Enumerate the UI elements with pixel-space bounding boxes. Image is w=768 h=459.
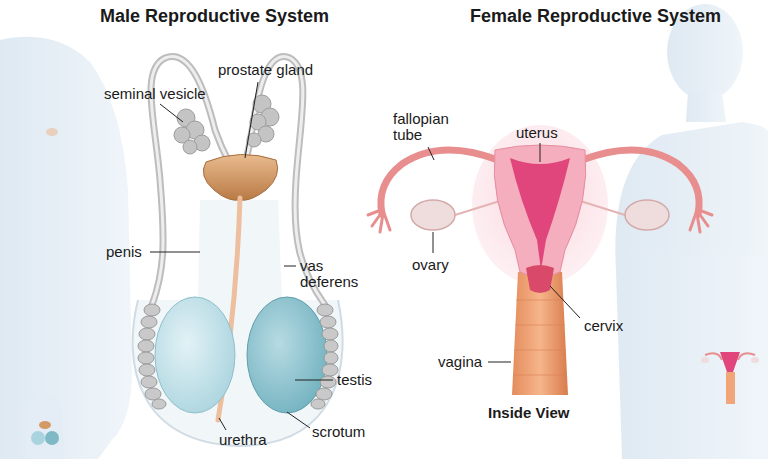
inset-figure: [25, 128, 759, 459]
part-label: prostate gland: [218, 62, 313, 78]
part-label: scrotum: [312, 424, 365, 440]
part-label: testis: [337, 372, 372, 388]
body-silhouette: [0, 4, 768, 459]
leader-line: [150, 82, 580, 430]
section-heading: Male Reproductive System: [100, 7, 329, 26]
view-caption: Inside View: [488, 405, 569, 421]
male-organs: [133, 57, 343, 446]
female-organs: [368, 125, 712, 395]
section-heading: Female Reproductive System: [470, 7, 721, 26]
part-label: urethra: [219, 432, 267, 448]
part-label: vagina: [438, 354, 482, 370]
part-label: seminal vesicle: [104, 86, 206, 102]
part-label: uterus: [516, 125, 558, 141]
part-label: fallopian tube: [393, 111, 465, 143]
part-label: ovary: [412, 257, 449, 273]
part-label: cervix: [584, 318, 623, 334]
part-label: penis: [106, 244, 142, 260]
part-label: vas deferens: [300, 258, 366, 290]
